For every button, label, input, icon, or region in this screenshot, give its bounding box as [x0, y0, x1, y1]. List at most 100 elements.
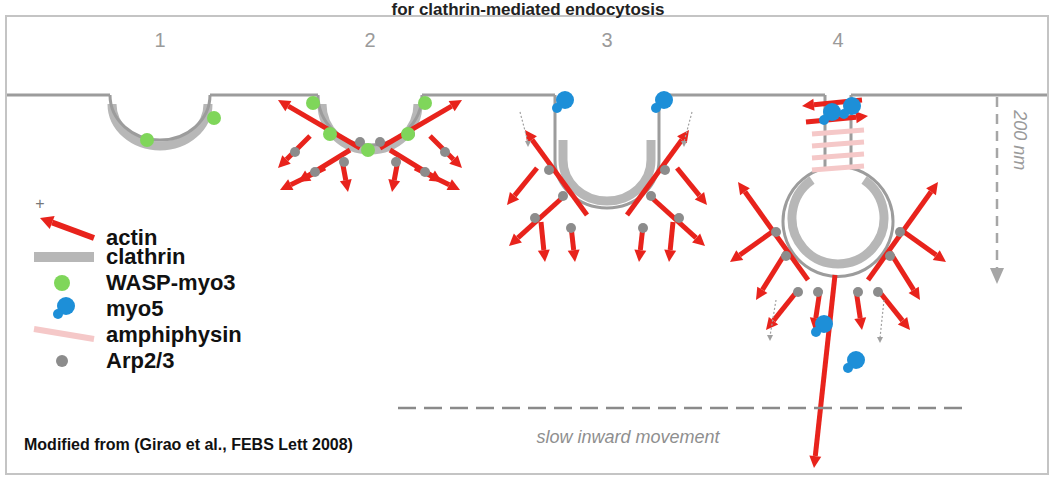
- myo5-tail: [651, 103, 661, 113]
- actin-filament: [430, 136, 454, 160]
- movement-arrowhead: [877, 337, 883, 343]
- myo5-tail: [819, 115, 829, 125]
- actin-barbed-end: [664, 249, 676, 262]
- arp23-complex: [638, 223, 648, 233]
- legend-swatch: [53, 297, 75, 319]
- scale-arrowhead: [990, 268, 1004, 284]
- wasp-myo3: [140, 133, 154, 147]
- actin-barbed-end: [756, 287, 767, 300]
- actin-barbed-end: [854, 317, 866, 330]
- movement-arrow: [684, 112, 692, 142]
- scale-label: 200 nm: [1010, 110, 1031, 170]
- actin-barbed-end: [933, 250, 946, 262]
- movement-arrow: [520, 112, 528, 142]
- actin-barbed-end: [730, 250, 743, 262]
- coated-pits: [110, 95, 893, 276]
- actin-barbed-end: [447, 179, 460, 190]
- plus-end-mark: +: [35, 195, 44, 213]
- legend-swatch: [56, 355, 68, 367]
- wasp-myo3: [306, 96, 320, 110]
- stage-number: 3: [601, 29, 612, 52]
- movement-arrowhead: [681, 141, 687, 147]
- dot-sample: [54, 275, 70, 291]
- stage-number: 4: [832, 29, 843, 52]
- arp23-complex: [873, 287, 883, 297]
- arp23-complex: [885, 251, 895, 261]
- clathrin-coat: [563, 140, 651, 201]
- actin-barbed-end: [909, 287, 920, 300]
- wasp-myo3: [401, 127, 415, 141]
- amphiphysin-rings: [812, 130, 864, 170]
- legend-swatch: [54, 275, 70, 291]
- arp23-complex: [544, 165, 554, 175]
- actin-filament: [380, 106, 452, 148]
- arp23-complex: [420, 167, 430, 177]
- pit-membrane: [318, 95, 422, 145]
- amphiphysin-sample: [34, 329, 94, 339]
- myo5-tail: [811, 327, 821, 337]
- arp23-complex: [813, 287, 823, 297]
- actin-barbed-end: [278, 155, 291, 168]
- actin-barbed-end: [766, 317, 778, 330]
- arp23-complex: [853, 287, 863, 297]
- movement-baseline: [398, 407, 962, 410]
- plasma-membrane: [7, 94, 1047, 97]
- clathrin-coat: [322, 104, 418, 150]
- movement-arrowhead: [767, 335, 773, 341]
- actin-barbed-end: [568, 249, 580, 262]
- actin-barbed-end: [738, 182, 750, 195]
- clathrin-sample: [34, 252, 94, 262]
- movement-arrowhead: [525, 141, 531, 147]
- actin-filament: [415, 168, 449, 185]
- source-caption: Modified from (Girao et al., FEBS Lett 2…: [24, 436, 353, 454]
- movement-note: slow inward movement: [533, 427, 722, 448]
- actin-filament: [288, 106, 360, 148]
- actin-filament: [627, 140, 682, 215]
- legend-swatch: [34, 252, 94, 262]
- dot-sample: [56, 355, 68, 367]
- actin-barbed-end: [449, 100, 462, 111]
- amphiphysin: [812, 130, 864, 134]
- actin-filament: [541, 222, 544, 250]
- legend-swatch: [34, 329, 94, 339]
- actin-filament: [677, 168, 699, 196]
- actin-sample: [52, 223, 94, 238]
- actin-barbed-end: [634, 249, 646, 262]
- myo5-tail: [839, 109, 849, 119]
- actin-filament: [515, 168, 537, 196]
- amphiphysin: [812, 154, 864, 158]
- frame: [6, 16, 1048, 474]
- arp23-complex: [781, 251, 791, 261]
- myo5-sample: [53, 309, 63, 319]
- arp23-complex: [310, 167, 320, 177]
- myo5-tail: [552, 103, 562, 113]
- legend-label: clathrin: [106, 244, 185, 269]
- actin-barbed-end: [280, 179, 293, 190]
- stage-number: 2: [364, 29, 375, 52]
- arp23-complex: [530, 213, 540, 223]
- actin-network: [278, 99, 946, 468]
- actin-filament: [532, 140, 587, 215]
- arp23-complex: [674, 213, 684, 223]
- actin-barbed-end: [278, 100, 291, 111]
- actin-filament: [286, 136, 310, 160]
- legend-swatches: [34, 216, 94, 367]
- arp23-complex: [391, 157, 401, 167]
- pit-membrane: [783, 95, 893, 276]
- arp23-complex: [566, 223, 576, 233]
- arp23-complex: [660, 165, 670, 175]
- actin-filament: [815, 275, 835, 456]
- actin-filament: [740, 232, 772, 255]
- arp23-complex: [339, 157, 349, 167]
- amphiphysin: [812, 166, 864, 170]
- actin-filament: [291, 168, 325, 185]
- wasp-myo3: [207, 111, 221, 125]
- actin-barbed-end: [507, 192, 519, 205]
- myo5-tail: [843, 363, 853, 373]
- arp23-complex: [558, 191, 568, 201]
- actin-barbed-end: [692, 233, 705, 246]
- arp23-complex: [440, 147, 450, 157]
- actin-barbed-end: [340, 179, 352, 192]
